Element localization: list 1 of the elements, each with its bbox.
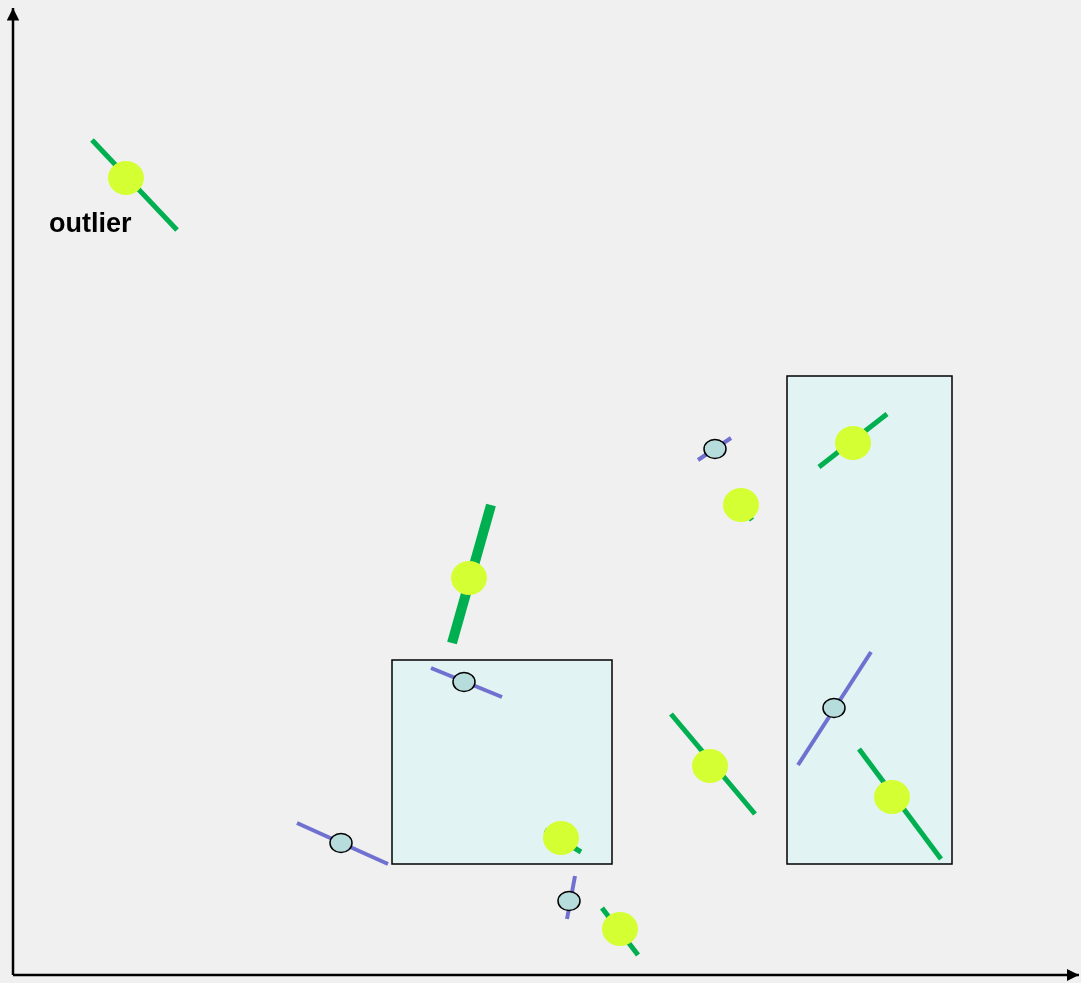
annotation-label: outlier [49, 208, 132, 239]
